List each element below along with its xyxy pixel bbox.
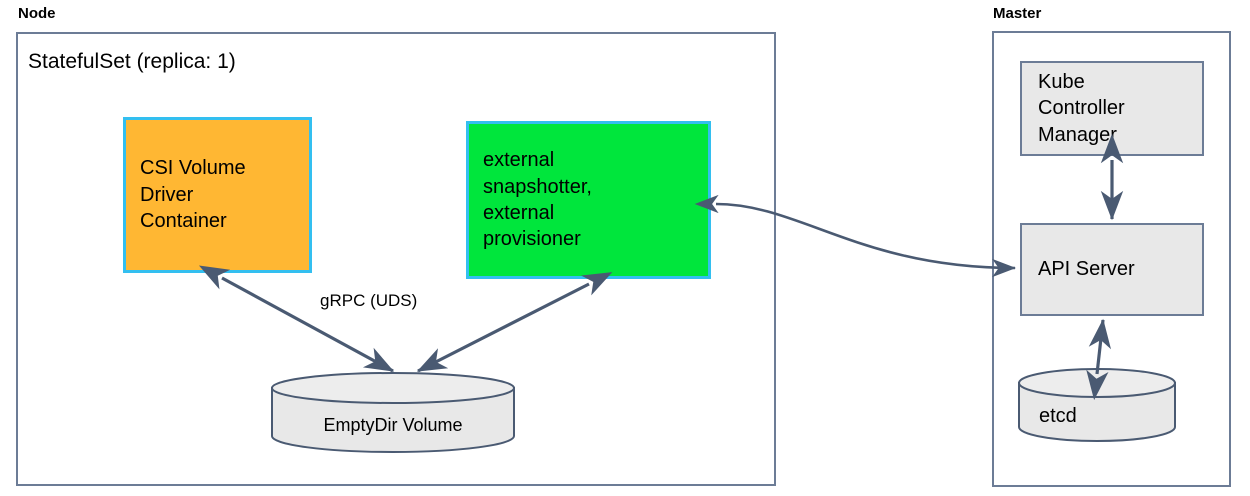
box-kube-controller-manager[interactable]: Kube Controller Manager [1020,61,1204,156]
zone-label-node: Node [18,5,56,22]
statefulset-caption: StatefulSet (replica: 1) [28,50,236,73]
cylinder-emptydir-volume[interactable]: EmptyDir Volume [270,371,516,453]
box-external-sidecars-label: external snapshotter, external provision… [483,149,592,251]
box-api-server-label: API Server [1038,258,1135,281]
zone-label-master: Master [993,5,1042,22]
box-external-sidecars[interactable]: external snapshotter, external provision… [466,121,711,279]
cylinder-etcd[interactable]: etcd [1017,367,1177,443]
box-kube-controller-manager-label: Kube Controller Manager [1038,70,1125,146]
box-api-server[interactable]: API Server [1020,223,1204,316]
box-csi-volume-driver-container[interactable]: CSI Volume Driver Container [123,117,312,273]
box-csi-volume-driver-container-label: CSI Volume Driver Container [140,157,246,233]
edge-label-grpc-uds: gRPC (UDS) [320,291,418,310]
